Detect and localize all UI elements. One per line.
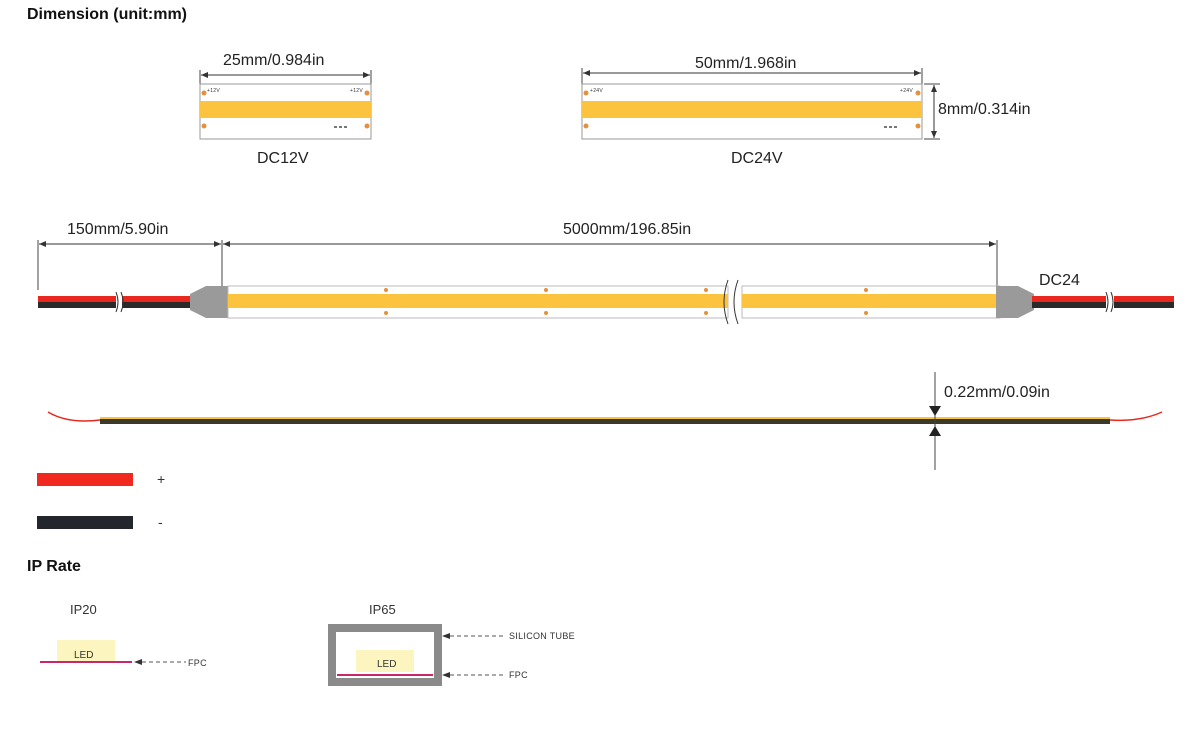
left-red-wire <box>38 296 116 302</box>
right-lead-wire <box>1109 411 1163 422</box>
left-black-wire <box>38 302 116 308</box>
strip-24v-width-label: 50mm/1.968in <box>695 55 797 72</box>
strip-12v-diagram <box>199 70 372 140</box>
legend-black-swatch <box>37 516 133 529</box>
ip65-fpc-label: FPC <box>509 670 528 680</box>
strip-24v-diagram <box>581 68 940 140</box>
ip65-silicon-tube <box>328 624 442 686</box>
full-strip-voltage-label: DC24 <box>1039 272 1080 289</box>
strip-24v-pad-label-right: +24V <box>900 88 914 94</box>
cob-led-band <box>228 294 728 308</box>
ip65-led-label: LED <box>377 659 397 670</box>
solder-pad <box>201 123 207 129</box>
break-mark <box>723 279 739 325</box>
dimension-title: Dimension (unit:mm) <box>27 6 187 23</box>
cob-led-band <box>582 101 922 118</box>
ip-rate-title: IP Rate <box>27 558 81 575</box>
ip65-led-block <box>356 650 414 672</box>
cob-led-band <box>742 294 1000 308</box>
strip-12v-pad-label-right: +12V <box>350 88 364 94</box>
side-profile-diagram <box>47 372 1163 470</box>
left-lead-wire <box>47 411 101 422</box>
ip20-diagram <box>40 640 186 665</box>
solder-pad <box>364 123 370 129</box>
left-end-cap <box>190 286 230 318</box>
strip-12v-width-label: 25mm/0.984in <box>223 52 325 69</box>
thickness-arrow-down <box>929 406 941 416</box>
right-black-wire <box>1032 302 1106 308</box>
ip20-fpc-label: FPC <box>188 658 207 668</box>
strip-length-label: 5000mm/196.85in <box>563 221 692 238</box>
ip65-tube-label: SILICON TUBE <box>509 631 575 641</box>
ip65-title: IP65 <box>369 602 396 617</box>
strip-12v-voltage-label: DC12V <box>257 150 309 167</box>
right-end-cap <box>996 286 1034 318</box>
strip-24v-height-label: 8mm/0.314in <box>938 101 1031 118</box>
thickness-label: 0.22mm/0.09in <box>944 384 1050 401</box>
legend-red-swatch <box>37 473 133 486</box>
strip-24v-pad-label-left: +24V <box>590 88 604 94</box>
strip-24v-voltage-label: DC24V <box>731 150 783 167</box>
right-red-wire <box>1032 296 1106 302</box>
legend-minus-symbol: - <box>158 514 163 530</box>
solder-pad <box>201 90 207 96</box>
ip65-diagram <box>328 624 504 686</box>
cob-led-band <box>200 101 371 118</box>
ip20-led-block <box>57 640 115 662</box>
thickness-arrow-up <box>929 426 941 436</box>
strip-12v-pad-label-left: +12V <box>207 88 221 94</box>
break-mark <box>1105 291 1114 313</box>
lead-length-label: 150mm/5.90in <box>67 221 169 238</box>
full-strip-diagram <box>37 240 1174 325</box>
ip20-title: IP20 <box>70 602 97 617</box>
ip20-led-label: LED <box>74 650 94 661</box>
solder-pad <box>364 90 370 96</box>
legend-plus-symbol: + <box>157 471 166 487</box>
break-mark <box>115 291 124 313</box>
